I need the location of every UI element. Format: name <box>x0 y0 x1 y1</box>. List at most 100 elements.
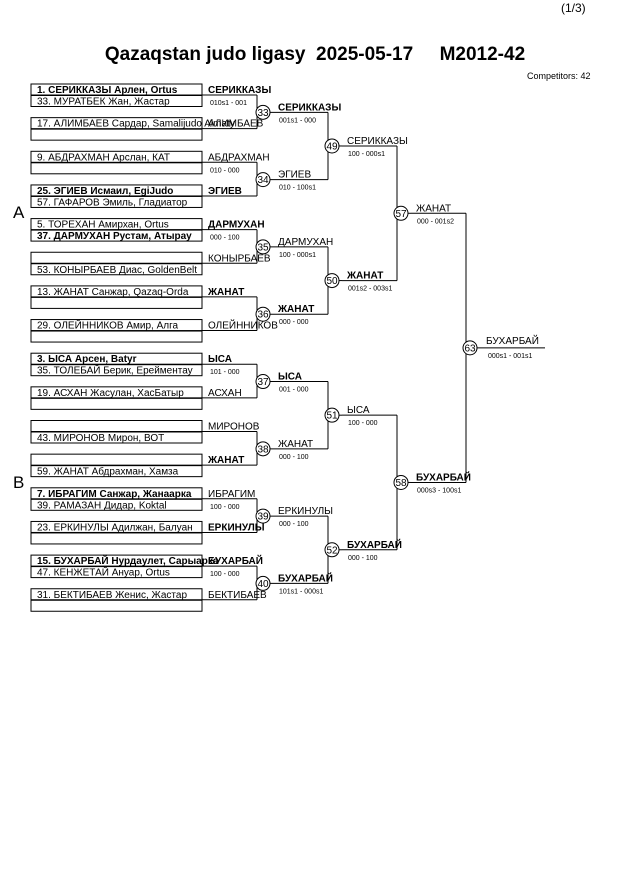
match-number-circle <box>255 104 271 120</box>
competitor-slot <box>30 599 203 612</box>
r2-bottom-score: 010 - 100s1 <box>279 185 316 192</box>
match-number: 39 <box>257 512 269 523</box>
pool-label-b: B <box>13 473 25 492</box>
competitor-name: 59. ЖАНАТ Абдрахман, Хамза <box>37 466 179 478</box>
r2-bottom-name: ЖАНАТ <box>278 439 313 450</box>
r2-bottom-score: 000 - 100 <box>279 454 309 461</box>
match-number-circle <box>324 542 340 558</box>
match-number: 38 <box>257 444 269 455</box>
match-number-circle <box>462 340 478 356</box>
r1-bottom-name: ЖАНАТ <box>207 455 244 466</box>
r1-bottom-name: АЛИМБАЕВ <box>208 119 264 130</box>
competitor-name: 53. КОНЫРБАЕВ Диас, GoldenBelt <box>37 265 197 276</box>
r2-top-name: ЫСА <box>278 372 302 383</box>
r2-bottom-name: БУХАРБАЙ <box>278 571 333 584</box>
r1-bottom-name: ОЛЕЙННИКОВ <box>208 319 278 332</box>
r1-bottom-name: ЕРКИНУЛЫ <box>208 522 265 533</box>
r3-bottom-name: ЖАНАТ <box>346 271 383 282</box>
match-number: 58 <box>395 478 407 489</box>
match-number: 34 <box>257 175 269 186</box>
r2-bottom-name: ЭГИЕВ <box>278 170 311 181</box>
match-number-circle <box>255 441 271 457</box>
r4-top-score: 000 - 001s2 <box>417 218 454 225</box>
r4-top-name: ЖАНАТ <box>416 203 451 214</box>
competitor-slot <box>30 195 203 208</box>
competitor-slot <box>30 162 203 175</box>
competitor-name: 37. ДАРМУХАН Рустам, Атырау <box>37 231 192 242</box>
page-number: (1/3) <box>561 1 586 15</box>
r1-bottom-name: ЭГИЕВ <box>208 186 242 197</box>
r1-bottom-name: БЕКТИБАЕВ <box>208 590 267 601</box>
r2-top-score: 001s1 - 000 <box>279 117 316 124</box>
r1-top-name: ЫСА <box>208 354 232 365</box>
competitor-name: 7. ИБРАГИМ Санжар, Жанаарка <box>37 489 192 500</box>
r1-score: 010 - 000 <box>210 167 240 174</box>
competitor-slot <box>30 251 203 264</box>
competitors-count: Competitors: 42 <box>527 71 591 81</box>
competitor-name: 9. АБДРАХМАН Арслан, КАТ <box>37 152 170 163</box>
match-number: 37 <box>257 377 269 388</box>
match-number: 52 <box>326 545 338 556</box>
competitor-name: 33. МУРАТБЕК Жан, Жастар <box>37 97 170 108</box>
r4-bottom-name: БУХАРБАЙ <box>416 470 471 483</box>
match-number: 63 <box>464 343 476 354</box>
competitor-slot <box>30 397 203 410</box>
r2-top-score: 000 - 100 <box>279 521 309 528</box>
r2-top-name: СЕРИККАЗЫ <box>278 102 341 113</box>
r2-bottom-name: ЖАНАТ <box>277 304 314 315</box>
r1-top-name: СЕРИККАЗЫ <box>208 85 271 96</box>
r1-bottom-name: КОНЫРБАЕВ <box>208 253 271 264</box>
r1-top-name: АБДРАХМАН <box>208 152 270 163</box>
r1-top-name: БУХАРБАЙ <box>208 554 263 567</box>
r1-score: 101 - 000 <box>210 369 240 376</box>
r2-top-score: 001 - 000 <box>279 387 309 394</box>
competitor-name: 25. ЭГИЕВ Исмаил, EgiJudo <box>37 186 173 197</box>
competitor-slot <box>30 296 203 309</box>
competitor-slot <box>30 465 203 478</box>
competitor-slot <box>30 498 203 511</box>
match-number-circle <box>393 474 409 490</box>
competitor-name: 19. АСХАН Жасулан, ХасБатыр <box>37 388 184 399</box>
competitor-slot <box>30 364 203 377</box>
r3-bottom-name: БУХАРБАЙ <box>347 538 402 551</box>
r3-top-score: 100 - 000 <box>348 420 378 427</box>
r2-bottom-score: 000 - 000 <box>279 319 309 326</box>
r3-bottom-score: 000 - 100 <box>348 555 378 562</box>
competitor-slot <box>30 532 203 545</box>
match-number: 35 <box>257 242 269 253</box>
match-number: 57 <box>395 209 407 220</box>
match-number-circle <box>255 508 271 524</box>
match-number: 51 <box>326 411 338 422</box>
match-number-circle <box>324 407 340 423</box>
r1-score: 100 - 000 <box>210 504 240 511</box>
match-number-circle <box>393 205 409 221</box>
competitor-slot <box>30 95 203 107</box>
competitor-name: 15. БУХАРБАЙ Нурдаулет, Сарыарка <box>37 554 219 567</box>
sheet-title: Qazaqstan judo ligasy 2025-05-17 M2012-4… <box>104 44 526 65</box>
competitor-slot <box>30 431 203 444</box>
match-number: 49 <box>326 141 338 152</box>
match-number-circle <box>255 239 271 255</box>
match-number-circle <box>324 138 340 154</box>
r2-top-name: ЕРКИНУЛЫ <box>278 506 333 517</box>
match-number: 50 <box>326 276 338 287</box>
match-number-circle <box>255 374 271 390</box>
pool-label-a: A <box>13 203 25 222</box>
competitor-name: 13. ЖАНАТ Санжар, Qazaq-Orda <box>37 287 189 298</box>
r1-top-name: ИБРАГИМ <box>208 489 255 500</box>
r1-top-name: МИРОНОВ <box>208 422 260 433</box>
r1-top-name: ДАРМУХАН <box>208 220 265 231</box>
competitor-name: 39. РАМАЗАН Дидар, Koktal <box>37 500 167 511</box>
match-number-circle <box>255 575 271 591</box>
r2-top-name: ДАРМУХАН <box>278 237 333 248</box>
competitor-name: 43. МИРОНОВ Мирон, ВОТ <box>37 433 164 444</box>
r1-bottom-name: АСХАН <box>208 388 242 399</box>
competitor-name: 31. БЕКТИБАЕВ Женис, Жастар <box>37 590 187 601</box>
r3-top-name: СЕРИККАЗЫ <box>347 136 408 147</box>
competitor-name: 1. СЕРИККАЗЫ Арлен, Ortus <box>37 85 178 96</box>
competitor-name: 23. ЕРКИНУЛЫ Адилжан, Балуан <box>37 522 193 533</box>
competitor-name: 47. КЕНЖЕТАЙ Ануар, Ortus <box>37 566 170 579</box>
match-number-circle <box>255 306 271 322</box>
winner-score: 000s1 - 001s1 <box>488 353 532 360</box>
